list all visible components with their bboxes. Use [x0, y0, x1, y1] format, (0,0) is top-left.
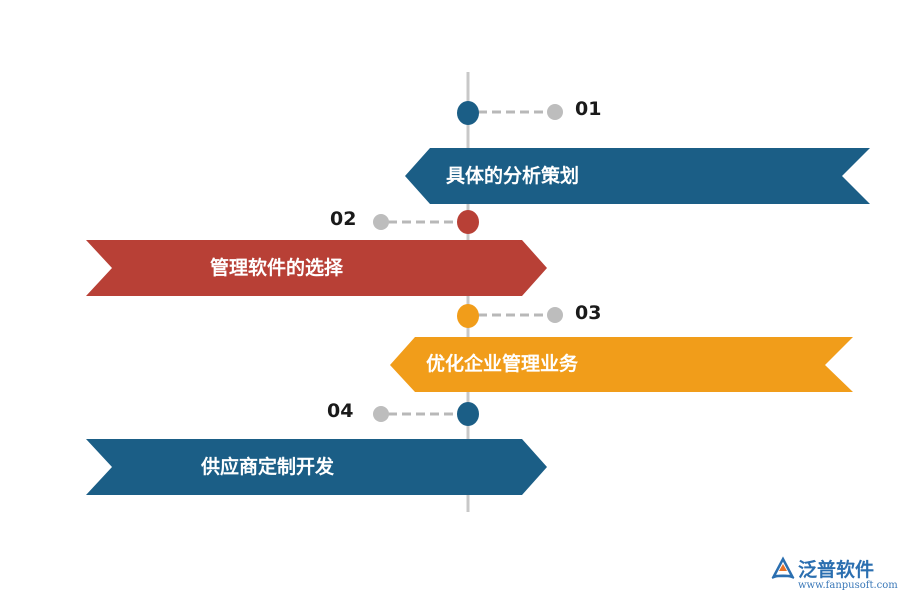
logo-icon [771, 556, 795, 579]
banner-label-03: 优化企业管理业务 [426, 353, 579, 375]
logo-url: www.fanpusoft.com [798, 580, 898, 591]
brand-logo: 泛普软件 www.fanpusoft.com [770, 553, 898, 598]
banner-04 [86, 439, 547, 495]
step-number-02: 02 [330, 208, 357, 230]
step-number-03: 03 [575, 302, 602, 324]
banner-01 [405, 148, 870, 204]
banner-label-02: 管理软件的选择 [210, 257, 344, 279]
connector-end-dot-03 [547, 307, 563, 323]
step-number-04: 04 [327, 400, 354, 422]
timeline-node-04 [457, 402, 479, 426]
timeline-node-03 [457, 304, 479, 328]
logo-name: 泛普软件 [798, 559, 875, 581]
connector-end-dot-02 [373, 214, 389, 230]
connector-end-dot-01 [547, 104, 563, 120]
step-number-01: 01 [575, 98, 602, 120]
banner-label-01: 具体的分析策划 [446, 165, 580, 187]
banner-label-04: 供应商定制开发 [201, 456, 335, 478]
banner-03 [390, 337, 853, 392]
timeline-node-02 [457, 210, 479, 234]
timeline-node-01 [457, 101, 479, 125]
banner-02 [86, 240, 547, 296]
connector-end-dot-04 [373, 406, 389, 422]
